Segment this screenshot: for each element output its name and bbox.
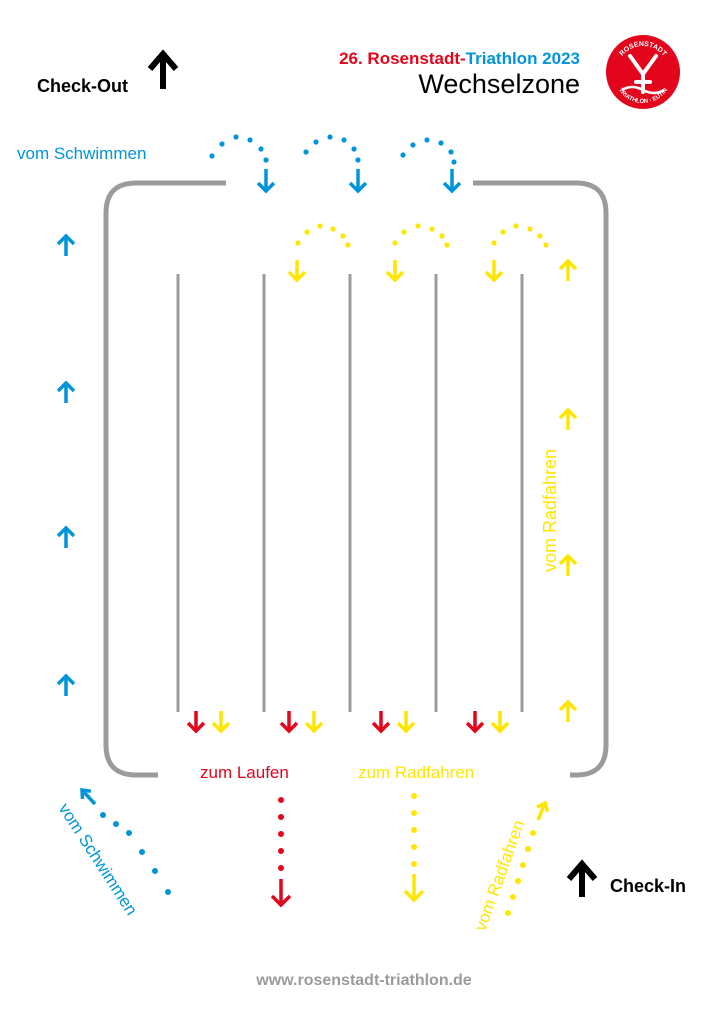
- footer-url: www.rosenstadt-triathlon.de: [255, 972, 472, 989]
- arrow-up-icon: [56, 380, 76, 403]
- arrow-down-icon: [403, 874, 425, 903]
- arrow-down-icon: [490, 711, 510, 734]
- arrow-down-icon: [256, 169, 276, 194]
- swim-entry-3: [400, 137, 457, 165]
- arrow-down-icon: [371, 711, 391, 734]
- check-in-arrow-icon: [566, 859, 598, 897]
- swim-return-path: [100, 812, 171, 895]
- event-title: 26. Rosenstadt-Triathlon 2023: [339, 49, 580, 68]
- arrow-down-icon: [396, 711, 416, 734]
- arrow-down-icon: [484, 260, 504, 283]
- bike-entry-paths: [295, 223, 549, 248]
- vom-radfahren-bottom-label: vom Radfahren: [471, 818, 529, 934]
- vom-schwimmen-top-label: vom Schwimmen: [17, 144, 146, 163]
- arrow-up-icon: [558, 553, 578, 576]
- run-exit-path: [278, 797, 284, 871]
- arrow-down-icon: [385, 260, 405, 283]
- arrow-down-icon: [186, 711, 206, 734]
- arrow-up-icon: [558, 258, 578, 281]
- arrow-diagonal-icon: [536, 800, 550, 821]
- arrow-down-icon: [465, 711, 485, 734]
- bike-return-path: [505, 830, 536, 916]
- bike-entry-1: [295, 223, 351, 248]
- bike-exit-path: [411, 793, 417, 867]
- arrow-up-icon: [56, 233, 76, 256]
- page-subtitle: Wechselzone: [418, 69, 580, 99]
- vom-radfahren-side-label: vom Radfahren: [540, 449, 560, 572]
- zone-fence-left: [103, 180, 226, 778]
- check-out-arrow-icon: [147, 49, 179, 89]
- arrow-down-icon: [279, 711, 299, 734]
- swim-entry-1: [209, 134, 269, 163]
- rosenstadt-triathlon-logo: ROSENSTADT TRIATHLON · EUTIN: [606, 35, 680, 109]
- arrow-down-icon: [304, 711, 324, 734]
- zum-laufen-label: zum Laufen: [200, 763, 289, 782]
- arrow-diagonal-icon: [80, 787, 97, 806]
- zum-radfahren-label: zum Radfahren: [358, 763, 474, 782]
- arrow-down-icon: [348, 169, 368, 194]
- check-out-label: Check-Out: [37, 76, 128, 96]
- bike-racks: [176, 274, 524, 712]
- arrow-down-icon: [211, 711, 231, 734]
- arrow-down-icon: [287, 260, 307, 283]
- swim-entry-2: [303, 134, 361, 163]
- arrow-up-icon: [558, 407, 578, 430]
- check-in-label: Check-In: [610, 876, 686, 896]
- zone-fence-right: [473, 180, 609, 778]
- vom-schwimmen-bottom-label: vom Schwimmen: [55, 800, 141, 919]
- swim-entry-paths: [209, 134, 457, 165]
- arrow-up-icon: [56, 525, 76, 548]
- arrow-up-icon: [56, 673, 76, 696]
- bike-entry-2: [392, 223, 450, 248]
- bike-entry-3: [491, 223, 549, 248]
- arrow-up-icon: [558, 699, 578, 722]
- arrow-down-icon: [270, 879, 292, 908]
- arrow-down-icon: [442, 169, 462, 194]
